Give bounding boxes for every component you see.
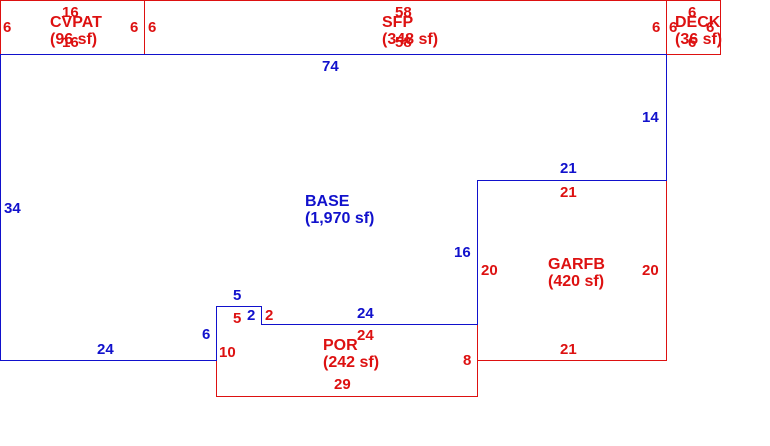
base-bottom-left-dimension: 24	[97, 341, 114, 358]
base-area-size: (1,970 sf)	[305, 210, 374, 227]
cvpat-area-name: CVPAT	[50, 14, 102, 31]
garfb-right-dimension: 20	[642, 262, 659, 279]
base-outline	[0, 54, 667, 361]
base-lower-right-dimension: 24	[357, 305, 374, 322]
cvpat-right-dimension: 6	[130, 19, 138, 36]
base-notch-top-dimension: 5	[233, 287, 241, 304]
garfb-area-name: GARFB	[548, 256, 605, 273]
base-notch-left-dimension: 6	[202, 326, 210, 343]
por-area-name: POR	[323, 337, 358, 354]
por-right-dimension: 8	[463, 352, 471, 369]
cvpat-top-dimension: 16	[62, 4, 79, 21]
base-left-dimension: 34	[4, 200, 21, 217]
sfp-area-name: SFP	[382, 14, 413, 31]
deck-area-name: DECK	[675, 14, 721, 31]
cvpat-bottom-dimension: 16	[62, 34, 79, 51]
deck-bottom-dimension: 6	[688, 34, 696, 51]
cvpat-left-dimension: 6	[3, 19, 11, 36]
sfp-right-dimension: 6	[652, 19, 660, 36]
sfp-top-dimension: 58	[395, 4, 412, 21]
base-notch-right-dimension: 2	[247, 307, 255, 324]
deck-right-dimension: 6	[706, 19, 714, 36]
base-step-top-dimension: 21	[560, 160, 577, 177]
base-area-name: BASE	[305, 193, 350, 210]
por-notch-right-dimension: 2	[265, 307, 273, 324]
base-right-upper-dimension: 14	[642, 109, 659, 126]
garfb-top-dimension: 21	[560, 184, 577, 201]
garfb-bottom-dimension: 21	[560, 341, 577, 358]
sfp-bottom-dimension: 58	[395, 34, 412, 51]
garfb-area-size: (420 sf)	[548, 273, 604, 290]
deck-left-dimension: 6	[669, 19, 677, 36]
sfp-left-dimension: 6	[148, 19, 156, 36]
cvpat-area-size: (96 sf)	[50, 31, 97, 48]
por-left-dimension: 10	[219, 344, 236, 361]
garfb-left-dimension: 20	[481, 262, 498, 279]
por-top-dimension: 24	[357, 327, 374, 344]
por-area-size: (242 sf)	[323, 354, 379, 371]
base-top-dimension: 74	[322, 58, 339, 75]
por-bottom-dimension: 29	[334, 376, 351, 393]
base-garage-side-dimension: 16	[454, 244, 471, 261]
deck-area-size: (36 sf)	[675, 31, 722, 48]
deck-outline	[666, 0, 721, 55]
por-notch-top-dimension: 5	[233, 310, 241, 327]
sfp-area-size: (348 sf)	[382, 31, 438, 48]
deck-top-dimension: 6	[688, 4, 696, 21]
